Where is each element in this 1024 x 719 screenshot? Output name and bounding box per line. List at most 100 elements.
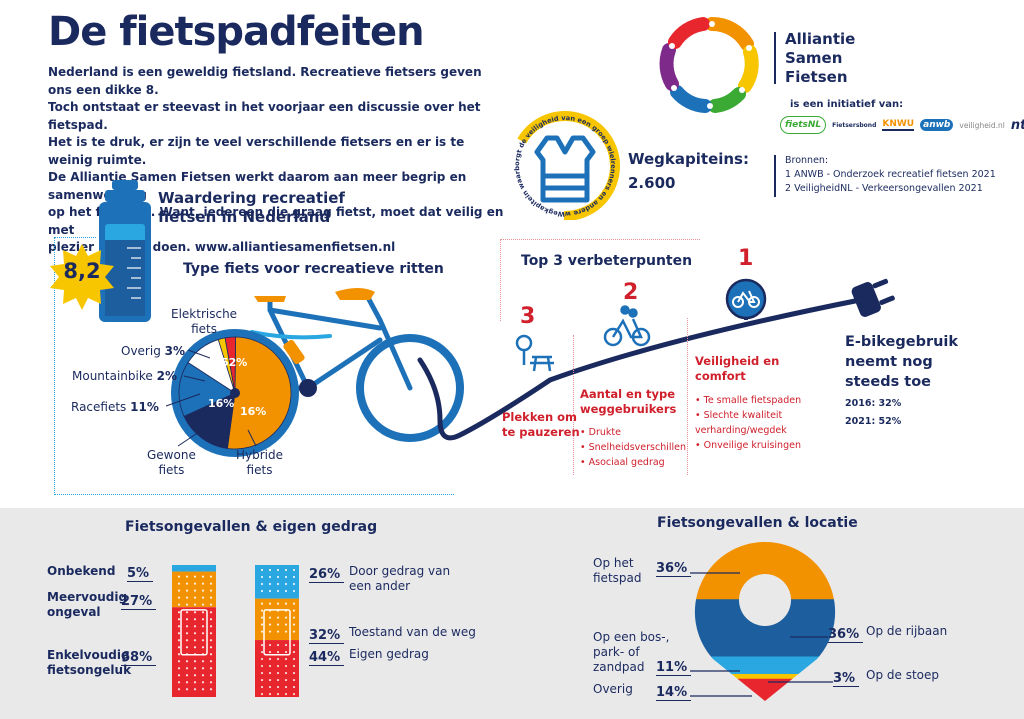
label-overig: Overig 3% — [121, 344, 185, 359]
label-line: Op een bos-, — [593, 630, 670, 644]
locatie-label: Op een bos-, park- of zandpad — [593, 630, 669, 675]
plaster-bar-left — [172, 565, 216, 697]
intro-line: Toch ontstaat er steevast in het voorjaa… — [48, 100, 481, 132]
gedrag-label: Onbekend — [47, 564, 116, 578]
label-pct: 11% — [130, 400, 159, 414]
bullet-item: • Te smalle fietspaden — [695, 395, 802, 406]
gedrag-title: Fietsongevallen & eigen gedrag — [125, 519, 378, 535]
bullet-item: • Onveilige kruisingen — [695, 440, 801, 451]
partner-logo: anwb — [920, 119, 954, 131]
label-racefiets: Racefiets 11% — [71, 400, 159, 415]
pct-value: 44% — [309, 650, 345, 666]
ebike-title-line: E-bikegebruik — [845, 334, 959, 350]
bullet-text: Snelheidsverschillen — [588, 442, 686, 453]
label-line: Gewone — [147, 448, 196, 462]
safety-vest-icon — [534, 135, 596, 203]
pct-value: 5% — [127, 566, 154, 582]
bullet-text: Slechte kwaliteit verharding/wegdek — [695, 410, 787, 436]
dotted-frame — [54, 237, 56, 495]
waardering-title-line: fietsen in Nederland — [158, 208, 331, 226]
label-line: fiets — [191, 322, 217, 336]
bullet-text: Onveilige kruisingen — [703, 440, 801, 451]
label-mountainbike: Mountainbike 2% — [72, 369, 177, 384]
charging-cable-icon — [417, 278, 895, 441]
item-title-line: te pauzeren — [502, 425, 580, 439]
ebike-title: E-bikegebruik neemt nog steeds toe — [845, 332, 958, 392]
brand-name-line: Samen — [785, 49, 843, 67]
dotted-frame — [500, 239, 501, 321]
bottom-panel — [0, 508, 1024, 719]
pct-value: 36% — [656, 561, 692, 577]
cyclists-icon — [603, 305, 651, 347]
locatie-pct: 36% — [656, 557, 692, 577]
label-line: ongeval — [47, 605, 101, 619]
locatie-pct: 3% — [833, 667, 860, 687]
dotted-frame — [54, 494, 454, 495]
alliantie-logo-icon — [659, 16, 759, 113]
item-title-line: weggebruikers — [580, 402, 677, 416]
gedrag-label: Meervoudig ongeval — [47, 590, 127, 620]
label-line: Hybride — [236, 448, 284, 462]
item-title: Aantal en type weggebruikers — [580, 387, 676, 417]
label-line: Meervoudig — [47, 590, 128, 604]
pct-value: 32% — [309, 628, 345, 644]
dotted-frame — [54, 237, 96, 238]
dotted-frame — [687, 318, 688, 475]
rank-number: 2 — [623, 280, 639, 305]
pct-value: 26% — [309, 567, 345, 583]
gedrag-label: Enkelvoudig fietsongeluk — [47, 648, 131, 678]
intro-line: op het fietspad. Want, iedereen die graa… — [48, 205, 504, 237]
pin-band-3 — [694, 656, 836, 675]
sources: Bronnen: 1 ANWB - Onderzoek recreatief f… — [785, 154, 996, 196]
wegkapiteins-value: 2.600 — [628, 174, 676, 192]
bullet-item: • Slechte kwaliteit verharding/wegdek — [695, 410, 787, 436]
pie-slice-overig — [224, 336, 236, 394]
gedrag-pct: 68% — [121, 646, 157, 666]
partner-logo: KNWU — [882, 119, 915, 131]
pct-value: 14% — [656, 685, 692, 701]
item-title-line: Aantal en type — [580, 387, 676, 401]
bullet-item: • Asociaal gedrag — [580, 457, 665, 468]
source-item: 2 VeiligheidNL - Verkeersongevallen 2021 — [785, 183, 983, 194]
label-line: fiets — [246, 463, 273, 477]
page-title: De fietspadfeiten — [48, 9, 425, 55]
sources-divider — [774, 155, 776, 197]
gedrag-label: Door gedrag van een ander — [349, 564, 450, 594]
location-pin-chart — [694, 542, 836, 702]
ebike-year: 2021: 52% — [845, 416, 902, 427]
source-item: 1 ANWB - Onderzoek recreatief fietsen 20… — [785, 169, 996, 180]
brand-divider — [774, 32, 776, 84]
waardering-score: 8,2 — [63, 259, 101, 283]
pct-value: 27% — [121, 594, 157, 610]
label-line: Elektrische — [171, 307, 238, 321]
item-bullets: • Te smalle fietspaden • Slechte kwalite… — [695, 393, 805, 453]
pin-band-5 — [694, 678, 836, 702]
item-title-line: comfort — [695, 369, 746, 383]
pie-slice-elektrische-fiets — [226, 336, 292, 450]
plaster-segment-2 — [255, 598, 299, 641]
pin-band-4 — [694, 673, 836, 680]
item-title-line: Plekken om — [502, 410, 578, 424]
gedrag-pct: 32% — [309, 624, 345, 644]
pct-value: 3% — [833, 671, 860, 687]
label-text: Overig — [121, 344, 161, 358]
label-line: fietsongeluk — [47, 663, 132, 677]
dotted-frame — [573, 335, 574, 475]
gedrag-pct: 44% — [309, 646, 345, 666]
type-fiets-pie — [171, 329, 299, 457]
gedrag-pct: 27% — [121, 590, 157, 610]
bullet-text: Drukte — [588, 427, 621, 438]
plaster-segment-3 — [172, 607, 216, 697]
pie-label-hybride: 16% — [240, 405, 267, 418]
item-title-line: Veiligheid en — [695, 354, 780, 368]
plaster-bar-right — [255, 565, 299, 697]
brand-name-line: Fietsen — [785, 68, 848, 86]
initiative-label: is een initiatief van: — [790, 99, 904, 110]
intro-line: Het is te druk, er zijn te veel verschil… — [48, 135, 465, 167]
rank-number: 1 — [738, 246, 754, 271]
waardering-title-line: Waardering recreatief — [158, 189, 345, 207]
picnic-bench-icon — [515, 334, 554, 372]
partner-logo: ntfu — [1010, 117, 1024, 133]
label-line: Door gedrag van — [349, 564, 451, 578]
wegkapitein-badge: Wegkapitein waarborgt de veiligheid van … — [505, 108, 620, 220]
